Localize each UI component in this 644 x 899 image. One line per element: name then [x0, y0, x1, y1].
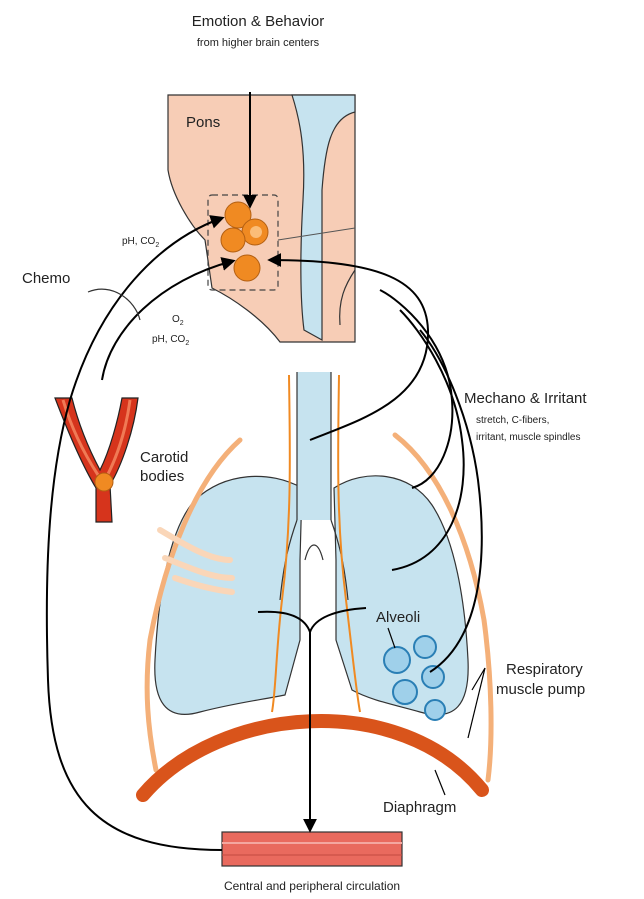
- mechano-line1: stretch, C-fibers,: [476, 415, 549, 426]
- circulation-bar: [222, 832, 402, 866]
- lungs: [155, 372, 468, 720]
- pons-label: Pons: [186, 114, 220, 131]
- diaphragm-label: Diaphragm: [383, 799, 456, 816]
- carotid-line1: Carotid: [140, 449, 188, 466]
- trachea: [297, 372, 331, 520]
- alveoli-label: Alveoli: [376, 609, 420, 626]
- carotid-artery: [55, 398, 138, 522]
- carotid-body: [95, 473, 113, 491]
- ph-co2-upper-label: pH, CO2: [122, 236, 159, 249]
- emotion-subtitle: from higher brain centers: [197, 37, 320, 49]
- resp-line1: Respiratory: [506, 661, 583, 678]
- o2-label: O2: [172, 314, 184, 327]
- mechano-title: Mechano & Irritant: [464, 390, 587, 407]
- diaphragm: [143, 721, 482, 795]
- carotid-line2: bodies: [140, 468, 184, 485]
- emotion-title: Emotion & Behavior: [192, 13, 325, 30]
- chemo-label: Chemo: [22, 270, 70, 287]
- right-lung: [334, 476, 468, 715]
- ph-co2-lower-label: pH, CO2: [152, 334, 189, 347]
- mechano-line2: irritant, muscle spindles: [476, 432, 580, 443]
- brainstem: [168, 95, 355, 342]
- circulation-label: Central and peripheral circulation: [224, 879, 400, 893]
- resp-line2: muscle pump: [496, 681, 585, 698]
